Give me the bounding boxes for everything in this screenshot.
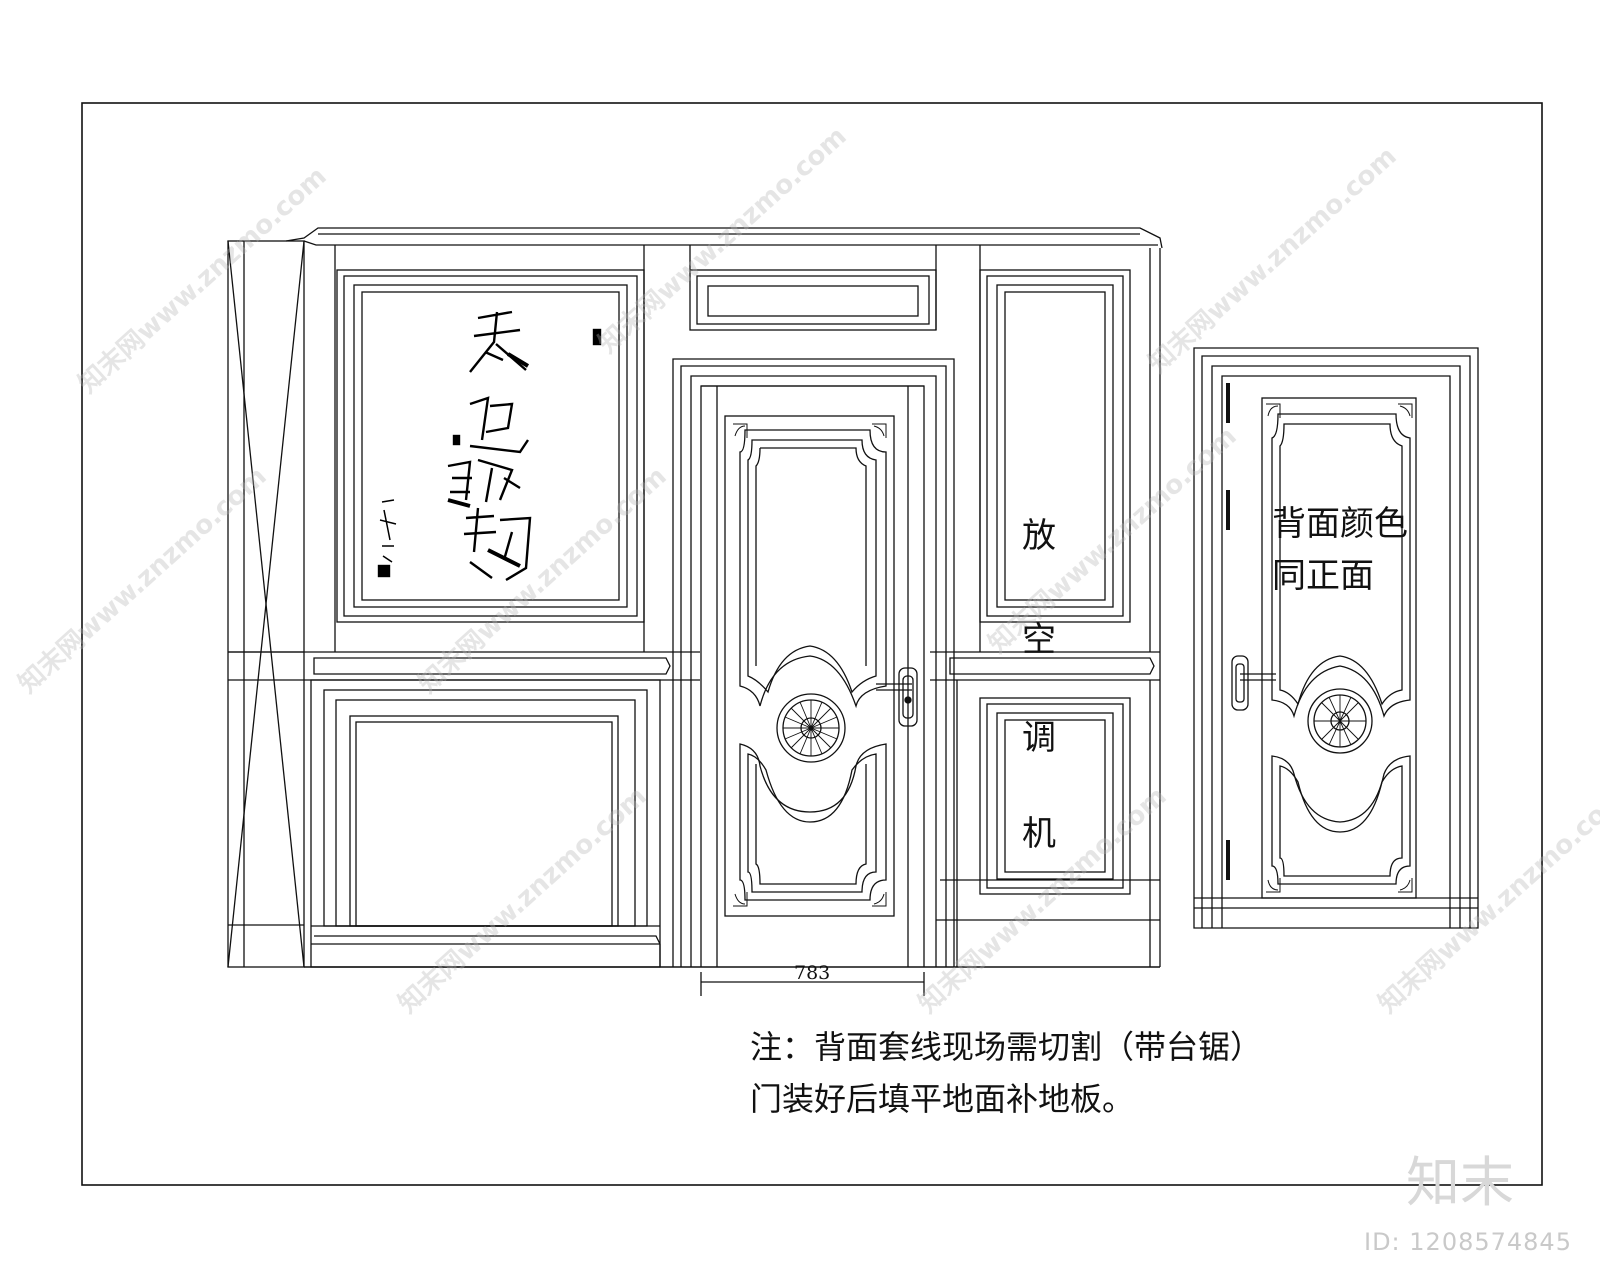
image-id: ID: 1208574845 — [1364, 1228, 1572, 1256]
calligraphy-panel — [336, 269, 645, 623]
note-line-1: 注：背面套线现场需切割（带台锯） — [750, 1028, 1263, 1066]
transom-panel — [689, 269, 937, 331]
sheet-border — [81, 102, 1543, 1186]
side-label-char-3: 调 — [1022, 718, 1056, 758]
side-label-char-1: 放 — [1022, 516, 1056, 556]
calligraphy-artwork — [377, 310, 602, 582]
side-section — [227, 240, 305, 968]
back-door-note-line2: 同正面 — [1272, 556, 1374, 596]
right-wall-panels — [956, 269, 1151, 967]
main-door-leaf — [724, 415, 918, 917]
side-label-char-2: 空 — [1022, 620, 1056, 660]
chair-rail — [228, 651, 1160, 681]
main-door-casing — [672, 358, 1160, 967]
dimension-value: 783 — [794, 962, 831, 984]
back-door-note-line1: 背面颜色 — [1272, 504, 1408, 544]
back-door — [1193, 347, 1479, 929]
side-label-char-4: 机 — [1022, 814, 1056, 854]
dimension-line — [700, 972, 925, 996]
brand-logo: 知末 — [1406, 1151, 1514, 1214]
note-line-2: 门装好后填平地面补地板。 — [750, 1080, 1135, 1118]
lower-left-surround — [310, 679, 661, 968]
